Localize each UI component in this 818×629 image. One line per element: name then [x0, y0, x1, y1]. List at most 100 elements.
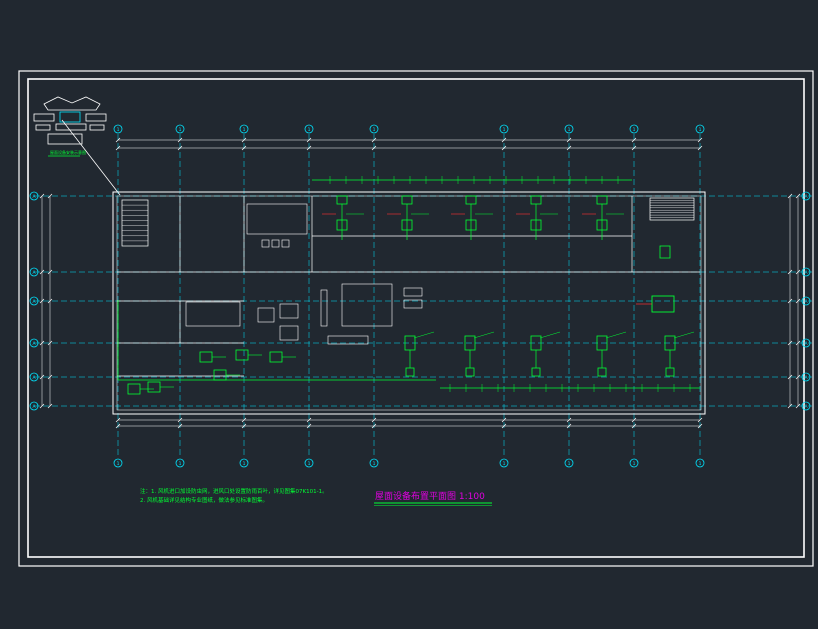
inner-frame: [27, 78, 805, 558]
axis-bubble-col: [113, 124, 123, 134]
fan-unit: [401, 195, 413, 205]
axis-bubble-col: [239, 124, 249, 134]
ac-unit: [235, 349, 249, 361]
dimension-tick: [566, 137, 572, 143]
dimension-tick: [241, 423, 247, 429]
column-block: [261, 239, 270, 248]
axis-bubble-col: [369, 458, 379, 468]
dimension-tick: [631, 417, 637, 423]
axis-bubble-col: [629, 458, 639, 468]
ac-unit: [199, 351, 213, 363]
dimension-tick: [787, 269, 793, 275]
leader-line: [605, 331, 627, 339]
axis-bubble-row: [29, 338, 39, 348]
dimension-tick: [501, 417, 507, 423]
axis-bubble-col: [695, 458, 705, 468]
axis-bubble-row: [29, 267, 39, 277]
dimension-tick: [39, 193, 45, 199]
axis-bubble-label: A: [804, 299, 808, 305]
key-plan-label: 屋面设备安装示意图: [50, 149, 86, 155]
dimension-tick: [795, 298, 801, 304]
fan-unit: [659, 245, 671, 259]
dimension-tick: [795, 403, 801, 409]
leader-line: [673, 331, 695, 339]
dimension-tick: [371, 423, 377, 429]
dimension-tick: [177, 137, 183, 143]
axis-bubble-row: [29, 372, 39, 382]
dimension-tick: [306, 417, 312, 423]
dimension-tick: [787, 298, 793, 304]
axis-bubble-label: 1: [633, 127, 636, 133]
dimension-tick: [795, 269, 801, 275]
axis-bubble-row: [29, 296, 39, 306]
equipment-base: [246, 203, 308, 235]
ac-unit: [127, 383, 141, 395]
axis-bubble-label: A: [32, 299, 36, 305]
axis-bubble-label: A: [32, 404, 36, 410]
dimension-tick: [371, 137, 377, 143]
outer-wall-inner: [116, 195, 702, 411]
dimension-tick: [697, 145, 703, 151]
equipment-base: [403, 299, 423, 309]
axis-bubble-col: [369, 124, 379, 134]
axis-bubble-col: [304, 124, 314, 134]
dimension-tick: [177, 423, 183, 429]
note-line-2: 2. 风机基础详见结构专业图纸，做法参见标准图集。: [140, 496, 268, 504]
dimension-tick: [39, 374, 45, 380]
axis-bubble-label: 1: [699, 461, 702, 467]
dimension-tick: [501, 137, 507, 143]
dimension-tick: [566, 423, 572, 429]
dimension-tick: [47, 193, 53, 199]
axis-bubble-col: [564, 124, 574, 134]
ac-unit: [213, 369, 227, 381]
fan-unit: [597, 367, 607, 377]
fan-unit: [336, 195, 348, 205]
dimension-tick: [39, 340, 45, 346]
axis-bubble-label: A: [32, 194, 36, 200]
axis-bubble-label: 1: [117, 461, 120, 467]
axis-bubble-row: [801, 267, 811, 277]
dimension-tick: [787, 193, 793, 199]
axis-bubble-label: 1: [179, 127, 182, 133]
dimension-tick: [39, 403, 45, 409]
equipment-base: [403, 287, 423, 297]
axis-bubble-label: A: [32, 341, 36, 347]
dimension-lines: [39, 137, 801, 429]
axis-bubble-label: A: [32, 375, 36, 381]
dimension-tick: [787, 403, 793, 409]
building-walls: [112, 191, 706, 415]
dimension-tick: [566, 145, 572, 151]
stair-outline: [121, 199, 149, 247]
equipment-base: [257, 307, 275, 323]
axis-bubble-row: [29, 401, 39, 411]
dimension-tick: [115, 423, 121, 429]
axis-bubble-col: [695, 124, 705, 134]
axis-bubble-row: [801, 372, 811, 382]
dimension-tick: [631, 137, 637, 143]
axis-bubble-row: [29, 191, 39, 201]
axis-bubble-col: [499, 124, 509, 134]
equipment-base: [327, 335, 369, 345]
ac-unit: [147, 381, 161, 393]
dimension-tick: [241, 145, 247, 151]
dimension-tick: [306, 423, 312, 429]
dimension-tick: [566, 417, 572, 423]
outer-wall: [112, 191, 706, 415]
axis-bubble-label: 1: [308, 127, 311, 133]
axis-bubble-label: A: [804, 404, 808, 410]
equipment-base: [279, 325, 299, 341]
axis-bubble-label: 1: [633, 461, 636, 467]
fan-unit: [596, 195, 608, 205]
stair-outline: [649, 197, 695, 221]
equipment-base: [185, 301, 241, 327]
axis-bubble-col: [175, 458, 185, 468]
axis-bubble-label: 1: [503, 127, 506, 133]
axis-bubble-row: [801, 296, 811, 306]
fan-unit: [405, 367, 415, 377]
dimension-tick: [47, 374, 53, 380]
axis-bubble-label: 1: [373, 127, 376, 133]
axis-bubble-label: 1: [568, 127, 571, 133]
outer-frame: [18, 70, 814, 567]
